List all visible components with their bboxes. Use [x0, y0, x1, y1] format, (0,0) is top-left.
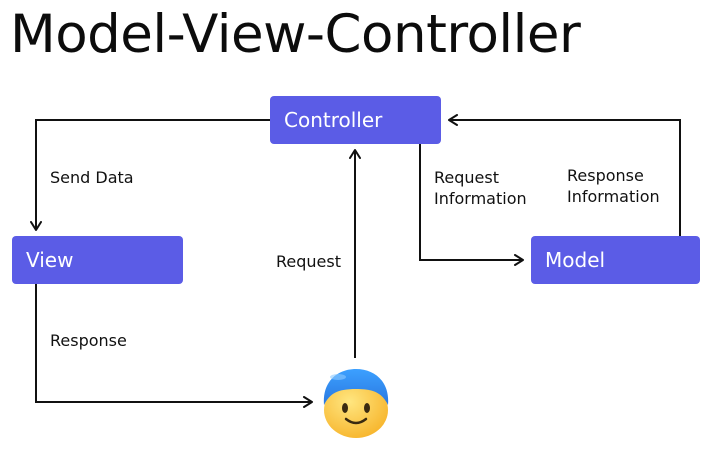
response-information-label: Response Information: [567, 165, 660, 207]
controller-to-view-connector: [30, 119, 270, 231]
controller-to-model-connector: [419, 144, 524, 266]
send-data-label: Send Data: [50, 168, 134, 187]
view-node-label: View: [26, 248, 74, 272]
model-node-label: Model: [545, 248, 606, 272]
response-label: Response: [50, 331, 127, 350]
model-node: Model: [531, 236, 700, 284]
response-information-line1: Response: [567, 166, 644, 185]
request-information-line2: Information: [434, 189, 527, 208]
view-node: View: [12, 236, 183, 284]
controller-node-label: Controller: [284, 108, 383, 132]
smiling-user-emoji-icon: [323, 369, 389, 438]
response-information-line2: Information: [567, 187, 660, 206]
page-title: Model-View-Controller: [10, 4, 581, 65]
request-information-line1: Request: [434, 168, 499, 187]
view-to-user-connector: [35, 284, 313, 408]
request-information-label: Request Information: [434, 167, 527, 209]
controller-node: Controller: [270, 96, 441, 144]
model-to-controller-connector: [448, 114, 681, 236]
request-label: Request: [276, 252, 341, 271]
